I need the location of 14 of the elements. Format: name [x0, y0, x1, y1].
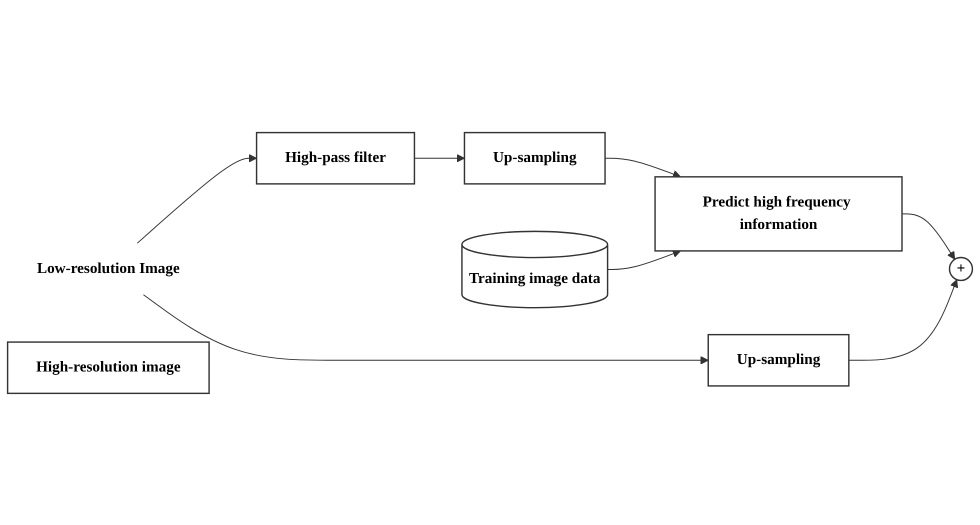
- arrow: [604, 157, 681, 178]
- node-box: Predict high frequency information: [654, 176, 903, 252]
- node-box: Up-sampling: [464, 131, 606, 184]
- node-circle: +: [948, 256, 974, 281]
- arrow: [607, 249, 681, 270]
- node-box: Up-sampling: [708, 333, 850, 386]
- node-box: High-pass filter: [256, 131, 416, 184]
- arrow: [414, 154, 465, 162]
- arrow: [142, 294, 709, 364]
- arrow: [848, 278, 958, 360]
- arrow: [136, 154, 257, 244]
- node-text: Low-resolution Image: [36, 260, 180, 276]
- arrow: [902, 212, 956, 260]
- node-box: High-resolution image: [6, 340, 210, 394]
